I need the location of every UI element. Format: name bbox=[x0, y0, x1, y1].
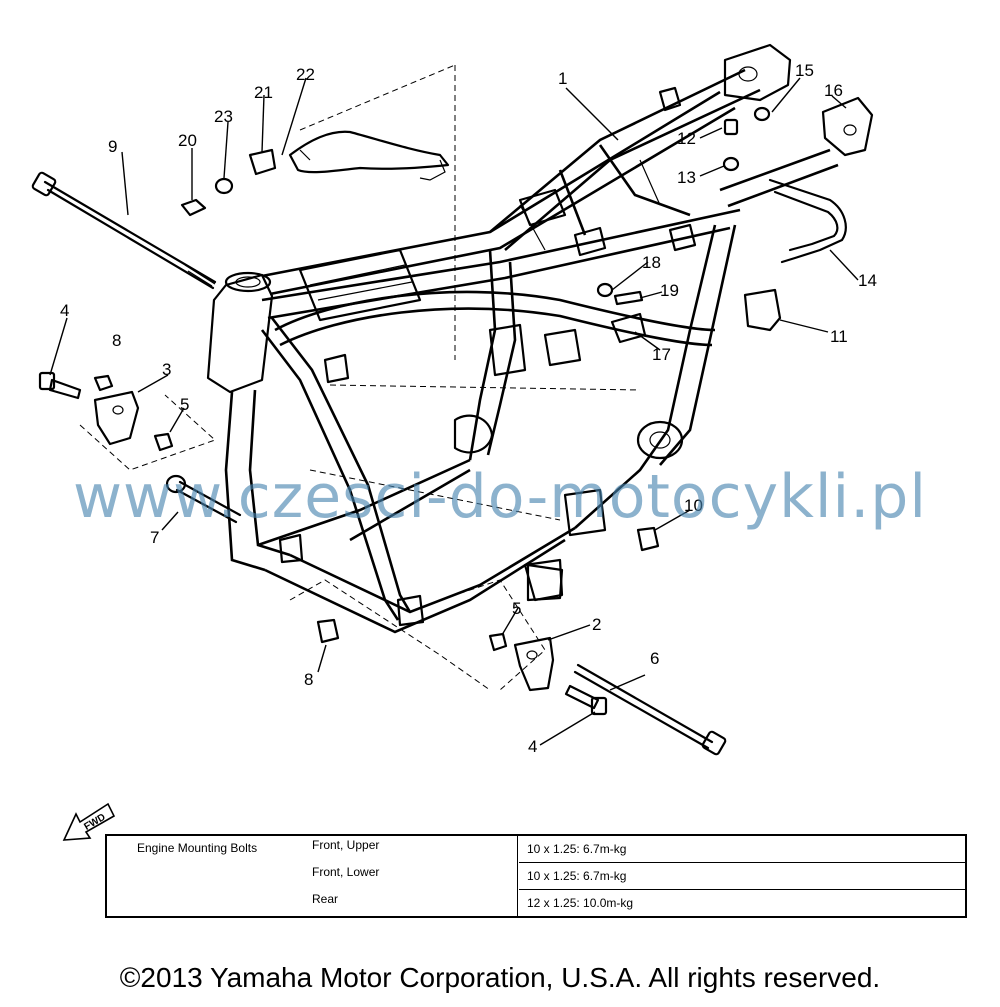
callout-5a: 5 bbox=[180, 395, 189, 414]
callout-17: 17 bbox=[652, 345, 671, 364]
callout-numbers: 1 2 3 4 4 5 5 6 7 8 8 9 10 11 12 13 14 1… bbox=[60, 61, 877, 756]
frame-exploded-diagram: 1 2 3 4 4 5 5 6 7 8 8 9 10 11 12 13 14 1… bbox=[31, 43, 877, 756]
callout-18: 18 bbox=[642, 253, 661, 272]
fwd-arrow-icon: FWD bbox=[62, 802, 116, 841]
spec-value: 10 x 1.25: 6.7m-kg bbox=[527, 842, 627, 856]
spec-position: Rear bbox=[312, 892, 339, 906]
detached-parts bbox=[31, 64, 874, 756]
spec-row: Rear 12 x 1.25: 10.0m-kg bbox=[107, 890, 965, 916]
callout-8a: 8 bbox=[112, 331, 121, 350]
callout-12: 12 bbox=[677, 129, 696, 148]
spec-position: Front, Upper bbox=[312, 838, 380, 852]
callout-7: 7 bbox=[150, 528, 159, 547]
spec-position: Front, Lower bbox=[312, 865, 380, 879]
callout-11: 11 bbox=[830, 327, 848, 346]
callout-14: 14 bbox=[858, 271, 877, 290]
callout-22: 22 bbox=[296, 65, 315, 84]
fwd-label: FWD bbox=[82, 812, 107, 833]
callout-20: 20 bbox=[178, 131, 197, 150]
callout-4b: 4 bbox=[528, 737, 537, 756]
callout-21: 21 bbox=[254, 83, 273, 102]
callout-4a: 4 bbox=[60, 301, 69, 320]
callout-10: 10 bbox=[684, 496, 703, 515]
main-frame bbox=[206, 43, 792, 634]
callout-13: 13 bbox=[677, 168, 696, 187]
spec-value: 12 x 1.25: 10.0m-kg bbox=[527, 896, 634, 910]
callout-6: 6 bbox=[650, 649, 659, 668]
callout-1: 1 bbox=[558, 69, 567, 88]
long-bolt-9 bbox=[43, 180, 217, 284]
engine-mount-spec-table: Engine Mounting Bolts Front, Upper 10 x … bbox=[105, 834, 967, 918]
callout-15: 15 bbox=[795, 61, 814, 80]
callout-9: 9 bbox=[108, 137, 117, 156]
spec-row: Engine Mounting Bolts Front, Upper 10 x … bbox=[107, 836, 965, 862]
callout-23: 23 bbox=[214, 107, 233, 126]
callout-8b: 8 bbox=[304, 670, 313, 689]
spec-row: Front, Lower 10 x 1.25: 6.7m-kg bbox=[107, 863, 965, 889]
spec-value: 10 x 1.25: 6.7m-kg bbox=[527, 869, 627, 883]
spec-heading: Engine Mounting Bolts bbox=[137, 841, 258, 855]
callout-19: 19 bbox=[660, 281, 679, 300]
leader-lines bbox=[49, 77, 859, 746]
copyright-notice: ©2013 Yamaha Motor Corporation, U.S.A. A… bbox=[119, 962, 881, 993]
callout-16: 16 bbox=[824, 81, 843, 100]
callout-5b: 5 bbox=[512, 599, 521, 618]
callout-3: 3 bbox=[162, 360, 171, 379]
callout-2: 2 bbox=[592, 615, 601, 634]
